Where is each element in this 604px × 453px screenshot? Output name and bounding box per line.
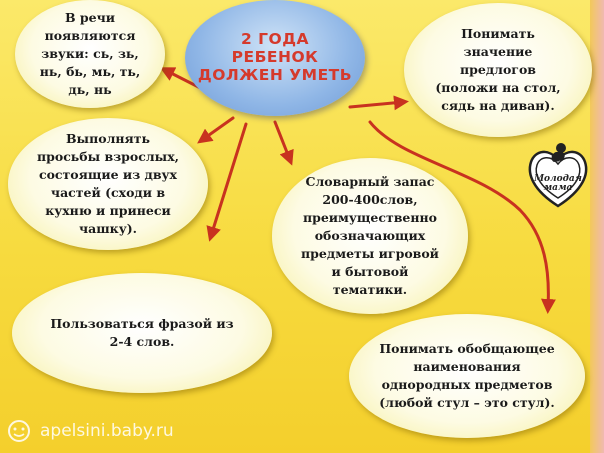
bubble-prepositions-text: Понимать значение предлогов (положи на с… [435, 25, 561, 114]
arrow-to-prepositions [348, 95, 409, 111]
bubble-phrases: Пользоваться фразой из 2-4 слов. [12, 273, 272, 393]
arrow-to-requests [197, 116, 235, 144]
center-topic: 2 ГОДА РЕБЕНОК ДОЛЖЕН УМЕТЬ [185, 0, 365, 116]
arrow-to-phrases [206, 122, 248, 242]
center-topic-text: 2 ГОДА РЕБЕНОК ДОЛЖЕН УМЕТЬ [197, 30, 353, 84]
bubble-vocabulary-text: Словарный запас 200-400слов, преимуществ… [301, 173, 439, 298]
bubble-generalize: Понимать обобщающее наименования однород… [349, 314, 585, 438]
watermark-text: apelsini.baby.ru [40, 421, 174, 441]
arrow-to-vocabulary [273, 120, 294, 166]
bubble-sounds: В речи появляются звуки: сь, зь, нь, бь,… [15, 0, 165, 108]
right-edge-stripe [590, 0, 604, 453]
watermark: apelsini.baby.ru [6, 418, 174, 444]
bubble-phrases-text: Пользоваться фразой из 2-4 слов. [50, 315, 234, 349]
bubble-sounds-text: В речи появляются звуки: сь, зь, нь, бь,… [39, 9, 141, 98]
watermark-face-icon [8, 420, 30, 442]
svg-text:мама: мама [544, 183, 573, 193]
heart-logo-icon: Молодая мама [528, 143, 588, 208]
bubble-prepositions: Понимать значение предлогов (положи на с… [404, 3, 592, 137]
arrow-to-generalize [368, 120, 556, 314]
svg-text:Молодая: Молодая [533, 174, 582, 184]
bubble-generalize-text: Понимать обобщающее наименования однород… [379, 340, 555, 411]
bubble-requests-text: Выполнять просьбы взрослых, состоящие из… [36, 130, 180, 237]
bubble-vocabulary: Словарный запас 200-400слов, преимуществ… [272, 158, 468, 314]
bubble-requests: Выполнять просьбы взрослых, состоящие из… [8, 118, 208, 250]
